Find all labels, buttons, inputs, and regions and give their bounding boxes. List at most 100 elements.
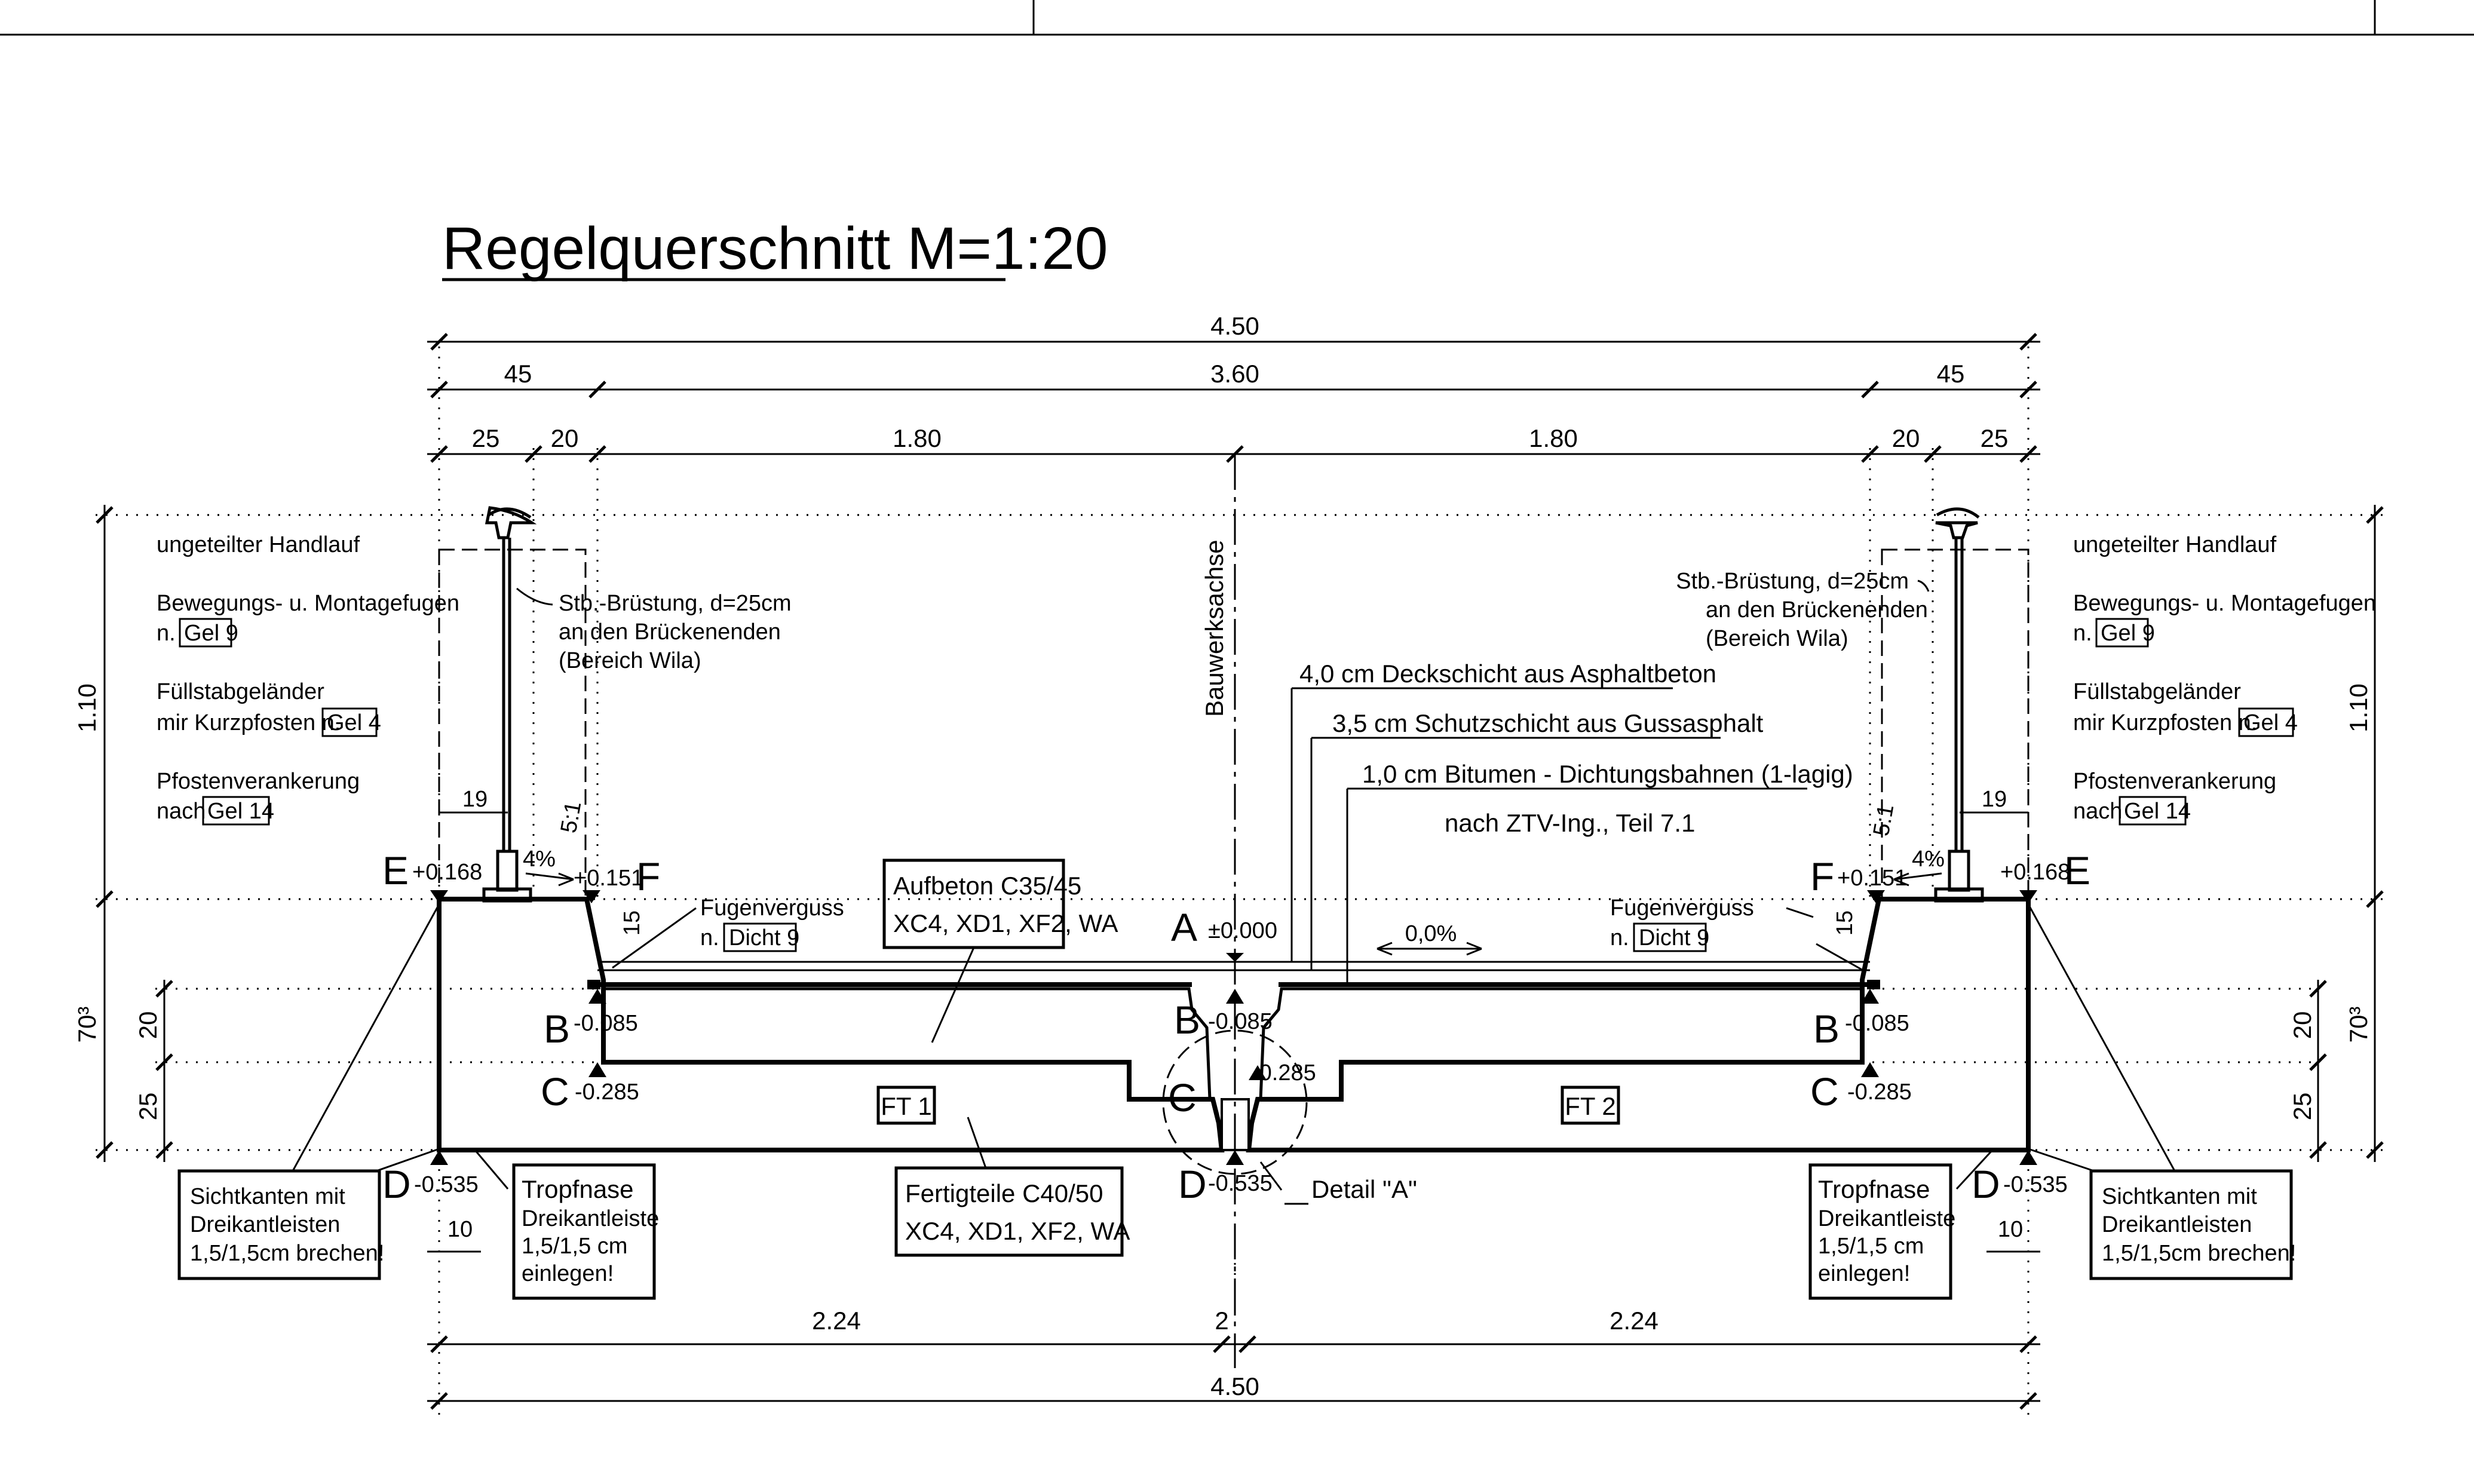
dimension-lines [96, 333, 2384, 1410]
dim-left-19: 19 [462, 787, 488, 812]
dicht9-right: Dicht 9 [1639, 925, 1709, 951]
n-prefix-fv-right: n. [1610, 925, 1629, 951]
dim-left-110: 1.10 [73, 683, 101, 732]
dim-overall-top: 4.50 [1210, 312, 1259, 340]
point-b-left: B [544, 1007, 570, 1051]
nach-right: nach [2073, 799, 2122, 824]
n-prefix-right: n. [2073, 621, 2092, 646]
bruestung-left-1: Stb.-Brüstung, d=25cm [559, 591, 792, 616]
dim-left-20v: 20 [134, 1011, 162, 1040]
pct4-right: 4% [1912, 847, 1945, 872]
dim-left-10: 10 [447, 1217, 473, 1242]
dim-left-20: 20 [551, 424, 579, 452]
point-f-left: F [636, 854, 660, 899]
slope-label: 0,0% [1405, 921, 1457, 946]
point-c-center-val: -0.285 [1252, 1060, 1316, 1086]
point-b-center-val: -0.085 [1208, 1009, 1273, 1034]
layer-ref: nach ZTV-Ing., Teil 7.1 [1445, 809, 1695, 837]
dicht9-left: Dicht 9 [729, 925, 799, 951]
right-railing [1881, 507, 2030, 903]
point-a: A [1171, 905, 1197, 949]
handlauf-right: ungeteilter Handlauf [2073, 532, 2277, 557]
point-markers: E +0.168 +0.151 F +0.168 E F +0.151 A ±0… [382, 848, 2090, 1206]
dim-right-45: 45 [1937, 360, 1965, 388]
sicht-right-2: Dreikantleisten [2102, 1212, 2252, 1237]
n-prefix-left: n. [157, 621, 176, 646]
right-bruestung-note: Stb.-Brüstung, d=25cm an den Brückenende… [1676, 569, 1930, 651]
gel4-left: Gel 4 [327, 710, 381, 735]
point-c-right-val: -0.285 [1847, 1080, 1912, 1105]
point-d-right: D [1972, 1162, 2000, 1206]
sicht-left-1: Sichtkanten mit [190, 1184, 345, 1209]
detail-label: Detail "A" [1311, 1175, 1417, 1203]
sichtkanten-left: Sichtkanten mit Dreikantleisten 1,5/1,5c… [177, 900, 442, 1280]
sicht-right-3: 1,5/1,5cm brechen! [2102, 1241, 2296, 1266]
point-d-center: D [1178, 1162, 1207, 1206]
dim-left-slope: 5:1 [556, 799, 587, 835]
bruestung-right-3: (Bereich Wila) [1706, 626, 1848, 651]
dim-left-25: 25 [472, 424, 500, 452]
title-block-frame [0, 0, 2474, 36]
dim-right-20: 20 [1892, 424, 1920, 452]
point-b-right-val: -0.085 [1845, 1011, 1909, 1036]
fugenverguss-left-label: Fugenverguss [700, 896, 844, 921]
fugenverguss-left: Fugenverguss n. Dicht 9 [612, 896, 844, 969]
bewegung-left: Bewegungs- u. Montagefugen [157, 591, 459, 616]
point-b-left-val: -0.085 [574, 1011, 638, 1036]
dim-bottom-left-224: 2.24 [812, 1307, 861, 1335]
extension-lines [96, 347, 2384, 1416]
point-a-val: ±0.000 [1208, 918, 1277, 943]
ft1-label: FT 1 [881, 1092, 932, 1120]
point-f-right: F [1810, 854, 1834, 899]
ft2-label: FT 2 [1565, 1092, 1616, 1120]
layer-2: 3,5 cm Schutzschicht aus Gussasphalt [1332, 709, 1764, 737]
handlauf-left: ungeteilter Handlauf [157, 532, 360, 557]
dim-bottom-right-224: 2.24 [1610, 1307, 1658, 1335]
sicht-left-2: Dreikantleisten [190, 1212, 340, 1237]
tropfnase-left: Tropfnase Dreikantleiste 1,5/1,5 cm einl… [474, 1149, 659, 1300]
drawing-title: Regelquerschnitt M=1:20 [442, 215, 1108, 282]
cast-in-place-concrete-right [1259, 987, 1864, 1101]
point-d-center-val: -0.535 [1208, 1171, 1273, 1196]
aufbeton-1: Aufbeton C35/45 [893, 872, 1081, 900]
layer-3: 1,0 cm Bitumen - Dichtungsbahnen (1-lagi… [1362, 760, 1853, 788]
dim-right-slope: 5:1 [1869, 802, 1899, 838]
sicht-left-3: 1,5/1,5cm brechen! [190, 1241, 384, 1266]
tropfnase-right: Tropfnase Dreikantleiste 1,5/1,5 cm einl… [1808, 1149, 1994, 1300]
cross-section-body [437, 506, 2031, 1152]
layer-1: 4,0 cm Deckschicht aus Asphaltbeton [1299, 660, 1716, 688]
tropfnase-left-title: Tropfnase [522, 1175, 634, 1203]
point-c-left-val: -0.285 [575, 1080, 639, 1105]
kurzpfosten-left: mir Kurzpfosten n. [157, 710, 341, 735]
dim-right-25: 25 [1981, 424, 2009, 452]
point-b-center: B [1174, 998, 1200, 1042]
dimension-texts: 4.50 45 3.60 45 25 20 1.80 1.80 20 25 1.… [73, 312, 2372, 1400]
fuellstab-left: Füllstabgeländer [157, 679, 324, 704]
dim-middle: 3.60 [1210, 360, 1259, 388]
point-d-left: D [382, 1162, 411, 1206]
fertig-2: XC4, XD1, XF2, WA [905, 1217, 1130, 1245]
point-c-right: C [1810, 1069, 1839, 1114]
dim-overall-bottom: 4.50 [1210, 1372, 1259, 1400]
dim-right-110: 1.10 [2344, 683, 2372, 732]
tropfnase-right-2: Dreikantleiste [1818, 1206, 1955, 1231]
dim-right-180: 1.80 [1529, 424, 1578, 452]
kurzpfosten-right: mir Kurzpfosten n. [2073, 710, 2257, 735]
gel9-left: Gel 9 [184, 621, 238, 646]
bruestung-left-2: an den Brückenenden [559, 620, 781, 645]
gel4-right: Gel 4 [2243, 710, 2298, 735]
aufbeton-box: Aufbeton C35/45 XC4, XD1, XF2, WA [882, 858, 1118, 1043]
dim-left-45: 45 [504, 360, 532, 388]
pfosten-left: Pfostenverankerung [157, 769, 360, 794]
left-bruestung-note: Stb.-Brüstung, d=25cm an den Brückenende… [516, 587, 792, 673]
point-e-left-val: +0.168 [412, 860, 482, 885]
pavement-layer-notes: 4,0 cm Deckschicht aus Asphaltbeton 3,5 … [1290, 660, 1853, 985]
waterproofing-right [1867, 980, 1880, 989]
fugenverguss-right-label: Fugenverguss [1610, 896, 1754, 921]
cross-slope: 0,0% [1377, 921, 1482, 956]
gel14-right: Gel 14 [2124, 799, 2191, 824]
sicht-right-1: Sichtkanten mit [2102, 1184, 2257, 1209]
point-f-left-val: +0.151 [574, 866, 643, 891]
n-prefix-fv-left: n. [700, 925, 719, 951]
